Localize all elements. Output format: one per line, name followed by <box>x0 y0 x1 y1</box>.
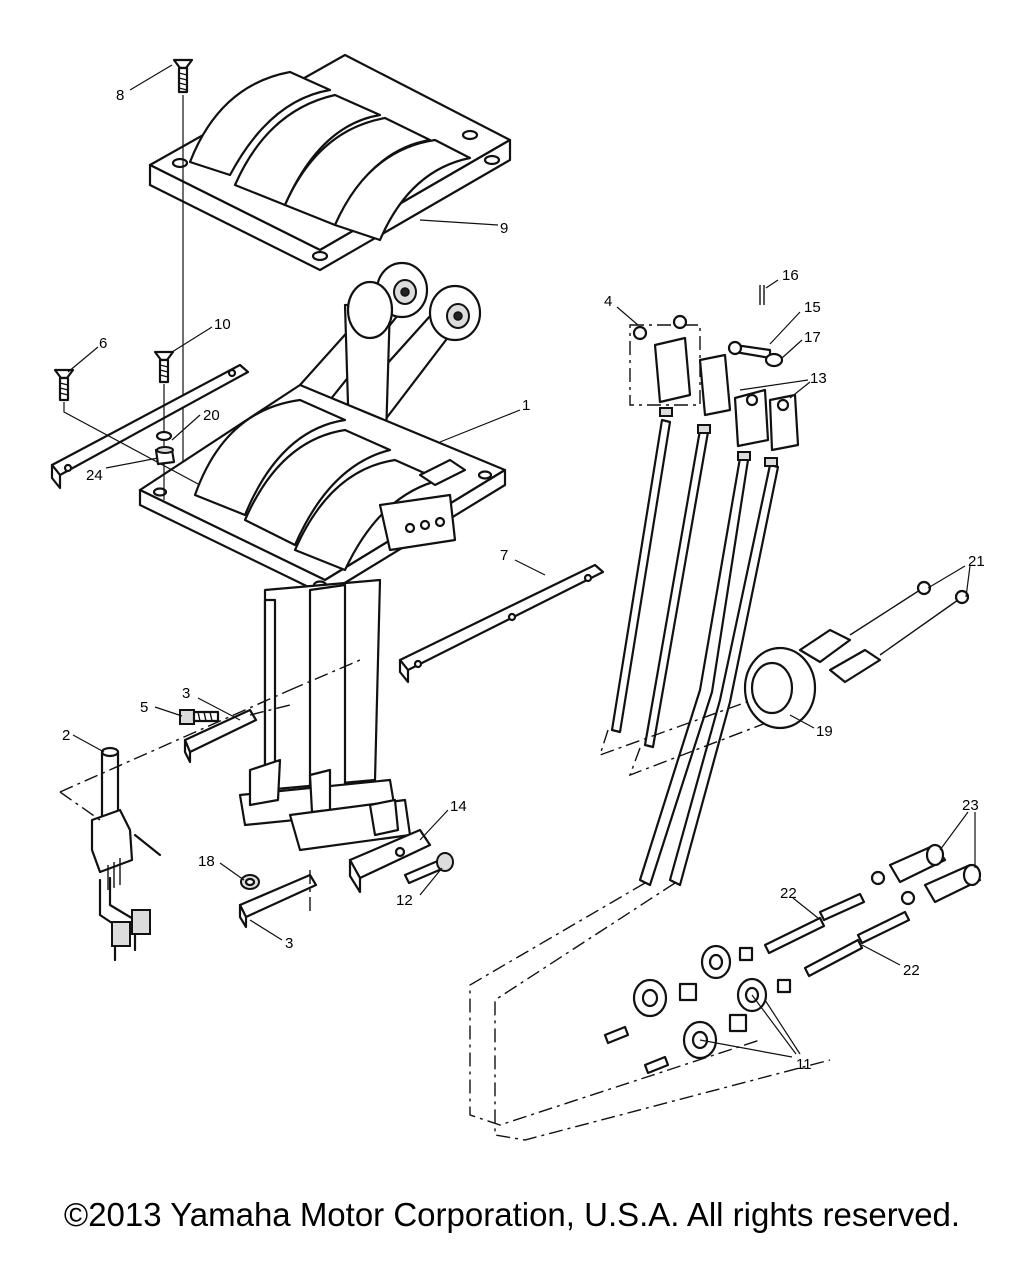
control-cables <box>469 407 831 1141</box>
callout-8: 8 <box>116 87 124 104</box>
assembly-lines <box>59 659 361 915</box>
clevis-part-4 <box>629 314 732 417</box>
joint-part-23 <box>870 843 982 906</box>
callout-14: 14 <box>450 798 467 815</box>
spacer-strip-part-7 <box>398 563 605 684</box>
callout-7: 7 <box>500 547 508 564</box>
callout-9: 9 <box>500 220 508 237</box>
callout-20: 20 <box>203 407 220 424</box>
washer-part-17 <box>764 352 784 368</box>
spacer-strip-left <box>50 363 250 490</box>
callout-22-upper: 22 <box>780 885 797 902</box>
callout-13: 13 <box>810 370 827 387</box>
leader-lines <box>67 64 976 1058</box>
callout-3-lower: 3 <box>285 935 293 952</box>
grommet-part-19 <box>743 646 817 730</box>
callout-12: 12 <box>396 892 413 909</box>
copyright-notice: ©2013 Yamaha Motor Corporation, U.S.A. A… <box>63 1196 961 1233</box>
plate-part-3-upper <box>183 708 258 764</box>
screw-part-6 <box>53 368 201 486</box>
control-housing <box>238 578 412 852</box>
callout-17: 17 <box>804 329 821 346</box>
nut-part-24 <box>154 446 176 466</box>
cover-part-9 <box>148 53 512 272</box>
callout-6: 6 <box>99 335 107 352</box>
screw-part-8 <box>172 58 194 490</box>
callout-5: 5 <box>140 699 148 716</box>
block-part-14 <box>348 828 432 894</box>
callout-4: 4 <box>604 293 612 310</box>
callouts: 8 9 10 6 20 1 24 4 16 15 17 13 7 21 19 3… <box>62 87 985 1073</box>
base-plate-part-1 <box>138 383 507 597</box>
bolt-part-12 <box>403 852 454 885</box>
callout-15: 15 <box>804 299 821 316</box>
cable-end-part-21 <box>798 580 970 684</box>
callout-2: 2 <box>62 727 70 744</box>
callout-23: 23 <box>962 797 979 814</box>
callout-19: 19 <box>816 723 833 740</box>
washer-part-20 <box>155 430 173 442</box>
rod-end-part-22 <box>763 892 911 978</box>
callout-22-lower: 22 <box>903 962 920 979</box>
plate-part-3-lower <box>238 873 318 929</box>
callout-1: 1 <box>522 397 530 414</box>
callout-10: 10 <box>214 316 231 333</box>
neutral-switch-part-2 <box>90 746 162 962</box>
callout-21: 21 <box>968 553 985 570</box>
callout-3-upper: 3 <box>182 685 190 702</box>
pin-part-16 <box>759 285 765 305</box>
callout-24: 24 <box>86 467 103 484</box>
nut-part-18 <box>240 874 260 890</box>
screw-part-10 <box>153 350 175 500</box>
callout-16: 16 <box>782 267 799 284</box>
callout-18: 18 <box>198 853 215 870</box>
clevis-part-13 <box>733 388 800 452</box>
bolt-part-5 <box>179 709 220 725</box>
bolt-part-15 <box>727 340 772 360</box>
callout-11: 11 <box>796 1056 812 1073</box>
